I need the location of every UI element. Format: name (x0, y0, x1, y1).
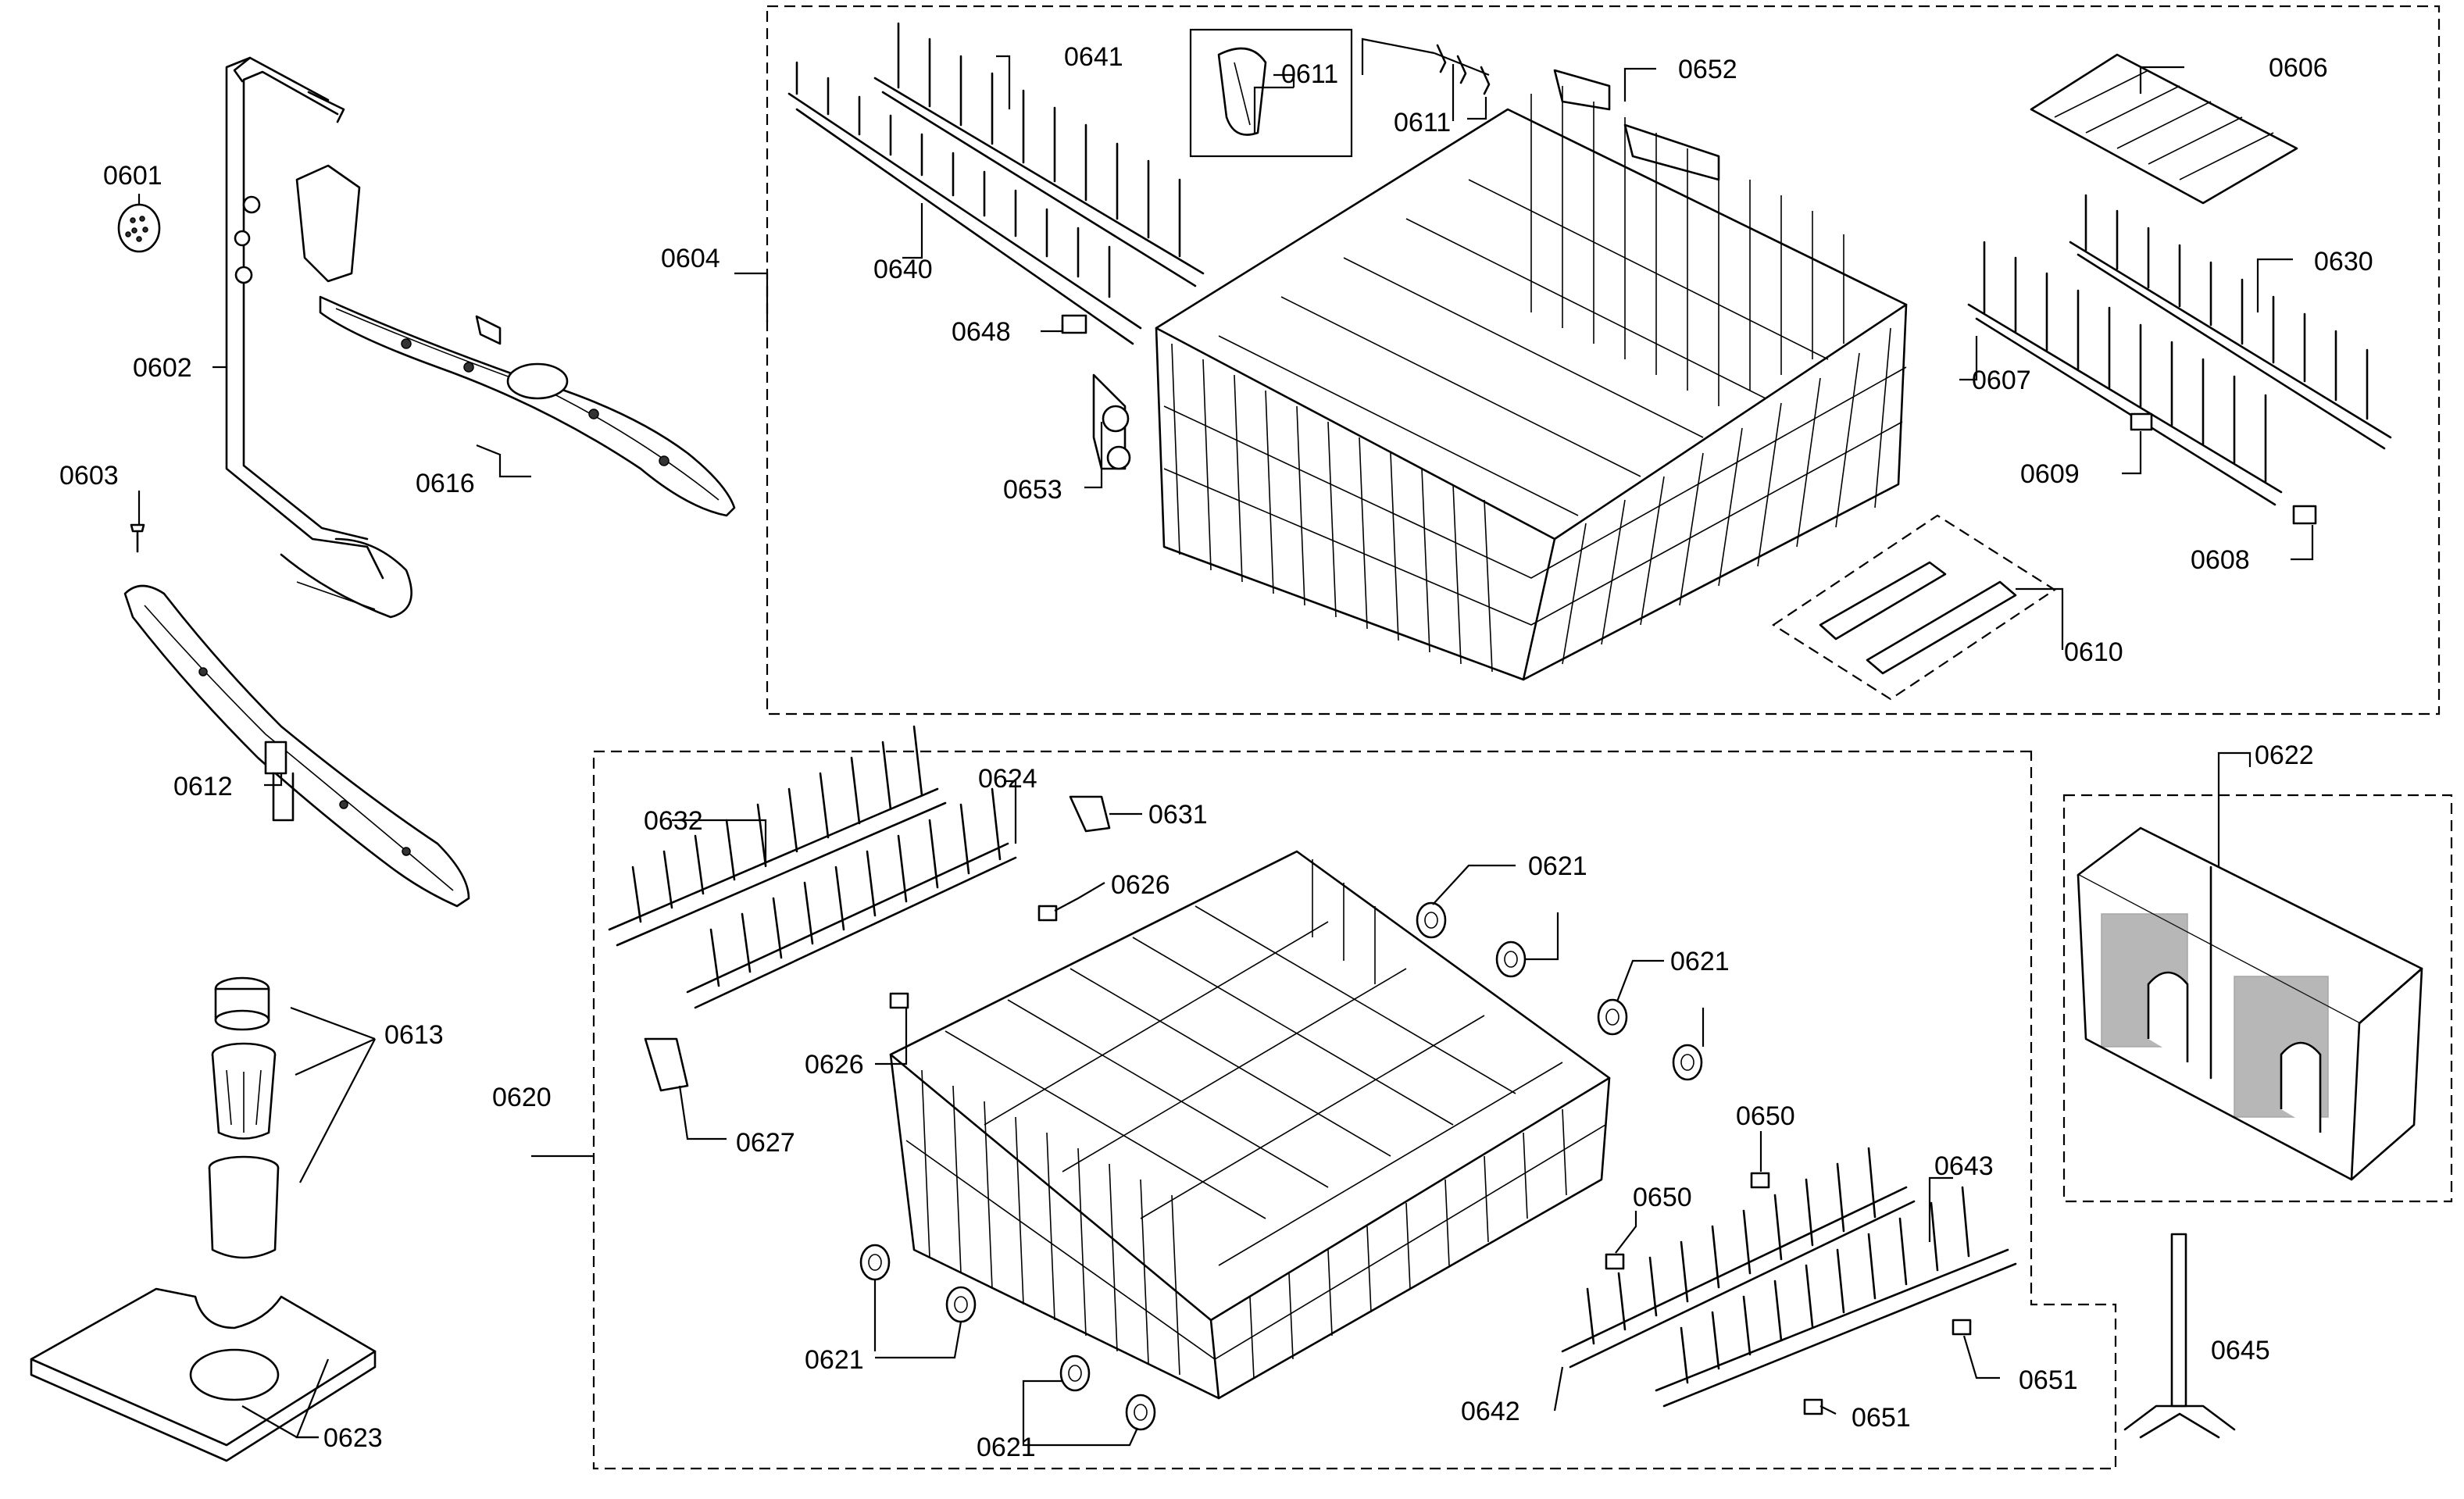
label-0648: 0648 (952, 317, 1011, 347)
part-0612-lower-spray-arm (123, 584, 470, 908)
part-0651-clips (1803, 1319, 1972, 1415)
label-0624: 0624 (978, 764, 1037, 794)
part-0601-cap (117, 203, 161, 253)
label-0651-a: 0651 (2019, 1365, 2078, 1395)
part-0648-clip (1061, 314, 1087, 334)
label-0621-b: 0621 (1670, 947, 1730, 976)
cutlery-basket-group-box (2062, 794, 2453, 1203)
part-0650-clips (1605, 1172, 1770, 1270)
label-0643: 0643 (1934, 1151, 1994, 1181)
part-0627-bracket (644, 1037, 689, 1092)
upper-rack-basket (1155, 69, 1908, 681)
part-0603-screw (130, 523, 145, 553)
label-0622: 0622 (2255, 741, 2314, 770)
label-0601: 0601 (103, 161, 162, 191)
part-0613-filter-set (208, 976, 280, 1259)
label-0611-b: 0611 (1394, 108, 1451, 137)
leader-lines (137, 37, 2314, 1447)
part-0607-tine-row (1967, 241, 2283, 506)
part-0608-clip (2292, 505, 2317, 525)
label-0621-c: 0621 (805, 1345, 864, 1375)
part-0621-wheels (859, 901, 1703, 1431)
label-0651-b: 0651 (1852, 1403, 1911, 1433)
label-0613: 0613 (384, 1020, 444, 1050)
label-0603: 0603 (59, 461, 119, 491)
label-0653: 0653 (1003, 475, 1062, 505)
label-0612: 0612 (173, 772, 233, 801)
part-0632-tine-row (608, 725, 947, 947)
label-0606: 0606 (2269, 53, 2328, 83)
part-0609-clip (2130, 412, 2153, 431)
part-0610-tine-clips (1819, 561, 2017, 675)
label-0650-b: 0650 (1633, 1183, 1692, 1212)
label-0652: 0652 (1678, 55, 1737, 84)
label-0607: 0607 (1972, 366, 2031, 395)
label-0620: 0620 (492, 1083, 552, 1112)
part-0642-tine-row (1561, 1147, 1916, 1369)
valve-inset-box (1189, 28, 1353, 158)
part-0606-folding-rack (2030, 53, 2298, 205)
label-0621-a: 0621 (1528, 851, 1587, 881)
label-0650-a: 0650 (1736, 1101, 1795, 1131)
callout-labels: 0601 0602 0603 0604 0641 0640 0648 0653 … (59, 42, 2373, 1462)
part-0626-clip-b (889, 992, 909, 1009)
part-0641-tine-row (873, 22, 1205, 287)
label-0609: 0609 (2020, 459, 2080, 489)
label-0631: 0631 (1148, 800, 1208, 830)
label-0611-a: 0611 (1281, 59, 1338, 89)
part-0653-roller-bracket (1092, 373, 1131, 470)
label-0623: 0623 (323, 1423, 383, 1453)
label-0626-b: 0626 (805, 1050, 864, 1080)
part-0645-rack-stop (2123, 1233, 2236, 1439)
lower-rack-group-box (592, 750, 2117, 1470)
label-0642: 0642 (1461, 1397, 1520, 1426)
label-0645: 0645 (2211, 1336, 2270, 1365)
label-0616: 0616 (416, 469, 475, 498)
label-0608: 0608 (2191, 545, 2250, 575)
part-0640-tine-row (787, 61, 1142, 345)
label-0602: 0602 (133, 353, 192, 383)
part-0630-tine-row (2069, 194, 2392, 450)
label-0621-d: 0621 (977, 1433, 1036, 1462)
label-0630: 0630 (2314, 247, 2373, 277)
part-0602-supply-pipe (225, 56, 412, 619)
label-0632: 0632 (644, 806, 703, 836)
part-0643-tine-row (1655, 1186, 2017, 1408)
label-0610: 0610 (2064, 637, 2123, 667)
part-0616-upper-spray-arm (295, 164, 736, 517)
part-0623-filter-plate (30, 1287, 377, 1462)
part-0624-tine-row (686, 787, 1017, 1009)
label-0604: 0604 (661, 244, 720, 273)
label-0641: 0641 (1064, 42, 1123, 72)
label-0627: 0627 (736, 1128, 795, 1158)
part-0631-bracket (1069, 795, 1111, 833)
part-0626-clip-a (1037, 905, 1058, 922)
tine-clip-group-box (1771, 514, 2057, 701)
label-0640: 0640 (873, 255, 933, 284)
lower-rack-basket (889, 850, 1611, 1400)
part-0622-cutlery-basket (2077, 826, 2423, 1181)
label-0626-a: 0626 (1111, 870, 1170, 900)
upper-rack-group-box (766, 5, 2441, 716)
